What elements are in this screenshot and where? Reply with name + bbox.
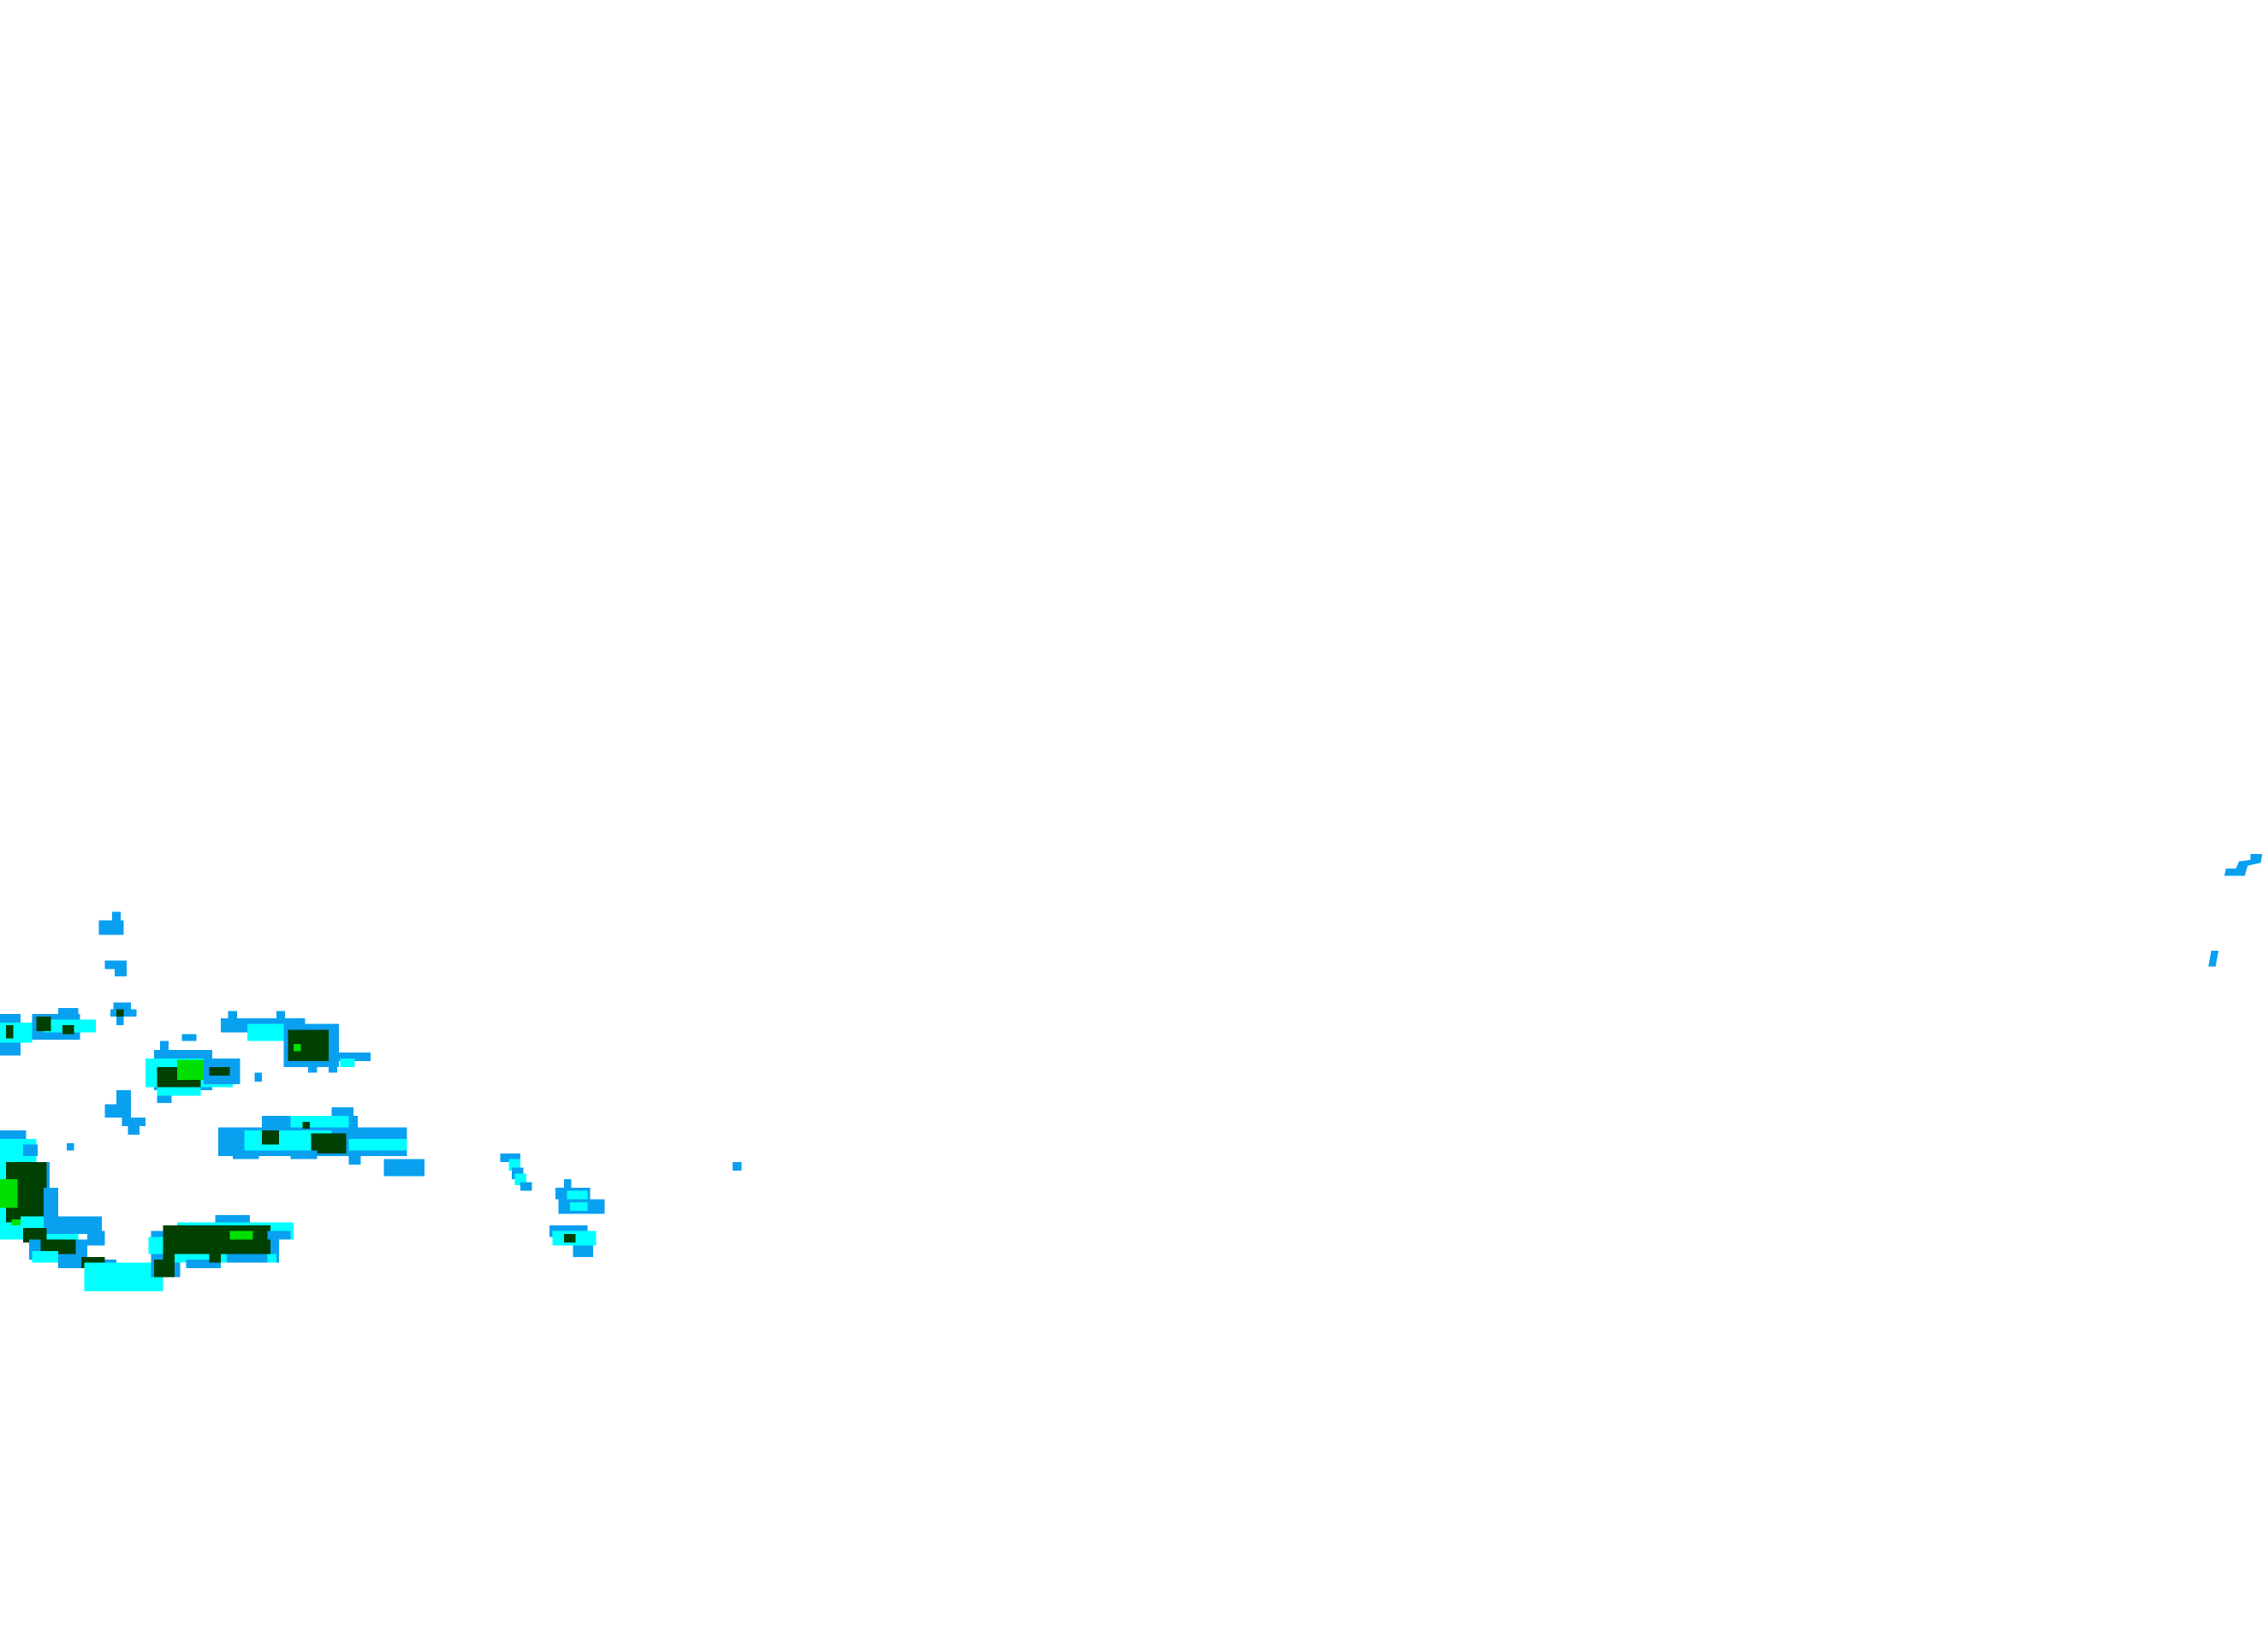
cell-s-j	[174, 1254, 276, 1263]
cell-s-k	[186, 1260, 222, 1269]
cell-mb-l	[290, 1150, 318, 1159]
cell-cw-f	[157, 1087, 201, 1096]
echo-cluster-mid-west	[67, 1089, 145, 1151]
cell-wl-l	[0, 1225, 21, 1240]
cell-wu-h	[62, 1025, 74, 1035]
echo-north-4	[115, 969, 127, 977]
echo-cluster-east	[2208, 854, 2263, 967]
echo-cell-west-lower	[0, 1130, 116, 1269]
cell-c-m	[564, 1233, 576, 1242]
cell-wl-k	[23, 1228, 47, 1242]
echo-east-2	[2208, 950, 2219, 967]
echo-cell-south	[84, 1215, 294, 1292]
echo-cluster-north	[98, 911, 137, 1026]
cell-nc-h	[334, 1053, 371, 1062]
cell-c-a	[500, 1153, 521, 1162]
cell-wu-e	[57, 1008, 79, 1017]
cell-mw-e	[67, 1143, 74, 1151]
cell-nc-i	[340, 1058, 355, 1067]
cell-nc-k	[328, 1064, 338, 1073]
cell-mb-k	[232, 1150, 259, 1159]
cell-nc-d	[276, 1011, 285, 1020]
echo-cell-middle-band	[217, 1107, 425, 1177]
echo-north-3	[104, 960, 127, 970]
echo-east-1	[2224, 854, 2263, 876]
cell-s-a	[84, 1262, 163, 1292]
cell-mw-a	[116, 1089, 131, 1105]
cell-wl-p	[86, 1231, 105, 1246]
cell-nc-a	[228, 1011, 237, 1020]
cell-s-i	[154, 1260, 175, 1278]
echo-cluster-central	[500, 1153, 742, 1257]
cell-mb-n	[383, 1159, 425, 1177]
cell-wl-n	[40, 1239, 76, 1254]
cell-mb-g	[261, 1130, 280, 1145]
cell-mw-d	[128, 1124, 140, 1135]
cell-mb-m	[348, 1156, 361, 1165]
cell-mb-h	[311, 1133, 347, 1154]
echo-north-7	[116, 1009, 124, 1017]
cell-wl-f	[0, 1179, 18, 1208]
cell-c-j	[569, 1201, 588, 1212]
cell-c-f	[564, 1179, 572, 1189]
echo-cell-west-upper	[0, 1008, 97, 1056]
cell-nc-c	[246, 1023, 291, 1041]
echo-cell-central-west	[145, 1034, 262, 1103]
cell-wu-g	[36, 1017, 51, 1031]
echo-north-5	[113, 1002, 131, 1010]
cell-cw-b	[181, 1034, 197, 1041]
cell-mb-a	[331, 1107, 353, 1117]
echo-north-2	[98, 920, 124, 935]
cell-s-h	[229, 1231, 253, 1240]
cell-mb-i	[302, 1121, 310, 1130]
cell-mb-f	[348, 1138, 407, 1151]
cell-cw-i	[209, 1066, 230, 1076]
cell-cw-k	[254, 1072, 262, 1082]
echo-north-1	[111, 911, 121, 921]
cell-cw-a	[159, 1041, 169, 1050]
cell-wl-h	[43, 1188, 58, 1217]
echo-cell-north-central	[221, 1011, 371, 1073]
cell-wu-f	[5, 1025, 14, 1039]
cell-c-n	[573, 1245, 594, 1257]
cell-wu-b	[0, 1022, 33, 1043]
cell-mw-b	[104, 1104, 131, 1118]
cell-mb-j	[375, 1130, 407, 1139]
cell-s-l	[227, 1254, 268, 1263]
cell-c-e	[520, 1182, 532, 1191]
cell-s-m	[209, 1254, 222, 1263]
cell-nc-j	[308, 1064, 318, 1073]
cell-c-h	[567, 1190, 588, 1200]
echo-north-8	[116, 1017, 124, 1026]
cell-wl-o	[32, 1251, 58, 1263]
cell-wl-c	[23, 1144, 39, 1157]
cell-wl-j	[43, 1216, 102, 1234]
cell-nc-g	[294, 1044, 301, 1052]
cell-s-n	[267, 1231, 291, 1240]
cell-cw-h	[177, 1059, 204, 1081]
cell-mw-c	[122, 1117, 145, 1126]
cell-cw-j	[157, 1095, 172, 1103]
cell-c-o	[733, 1161, 742, 1171]
cell-wl-g	[11, 1219, 24, 1229]
cell-s-d	[215, 1215, 251, 1225]
